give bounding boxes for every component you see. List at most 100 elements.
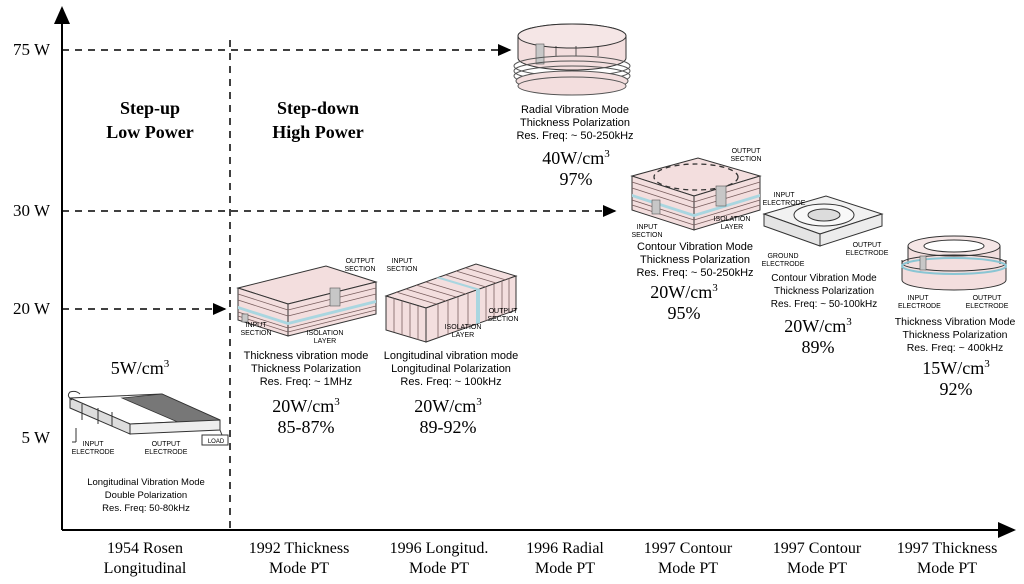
label-line: OUTPUT [731, 148, 761, 155]
caption-line: Thickness Polarization [250, 363, 362, 375]
longitud-1996-isolation-label: ISOLATION LAYER [440, 324, 486, 340]
density-exponent: 3 [846, 316, 852, 328]
x-category-line: Mode PT [658, 560, 718, 577]
thickness-1997-input-label: INPUT ELECTRODE [898, 295, 941, 311]
x-category-line: 1997 Contour [772, 540, 862, 557]
caption-line: Thickness vibration mode [243, 350, 369, 362]
x-category-1954: 1954 Rosen Longitudinal [80, 539, 210, 579]
efficiency: 95% [667, 303, 701, 323]
caption-line: Res. Freq: ~ 400kHz [906, 342, 1004, 354]
density-exponent: 3 [476, 396, 482, 408]
efficiency: 89-92% [419, 417, 477, 437]
density-base: 20W/cm [784, 316, 847, 336]
label-line: ELECTRODE [71, 449, 115, 456]
longitud-1996-output-label: OUTPUT SECTION [480, 308, 526, 324]
step-up-heading: Step-up Low Power [80, 96, 220, 144]
caption-line: Res. Freq: ~ 100kHz [400, 376, 502, 388]
step-down-heading: Step-down High Power [248, 96, 388, 144]
caption-line: Res. Freq: ~ 1MHz [259, 376, 353, 388]
density-base: 20W/cm [650, 282, 713, 302]
caption-line: Thickness Polarization [639, 254, 751, 266]
label-line: OUTPUT [151, 441, 181, 448]
radial-1996-illustration [513, 23, 631, 96]
radial-1996-stats: 40W/cm3 97% [516, 148, 636, 190]
heading-line: High Power [272, 122, 364, 142]
heading-line: Step-up [119, 98, 181, 118]
x-category-1996-radial: 1996 Radial Mode PT [500, 539, 630, 579]
x-category-line: 1992 Thickness [248, 540, 350, 557]
longitud-1996-input-label: INPUT SECTION [382, 258, 422, 274]
label-line: ISOLATION [444, 324, 482, 331]
thickness-1992-stats: 20W/cm3 85-87% [246, 396, 366, 438]
caption-line: Thickness Polarization [902, 329, 1008, 341]
thickness-1997-output-label: OUTPUT ELECTRODE [964, 295, 1010, 311]
label-line: SECTION [631, 232, 663, 239]
efficiency: 89% [801, 337, 835, 357]
thickness-1997-stats: 15W/cm3 92% [896, 358, 1016, 400]
density: 15W/cm3 [896, 358, 1016, 379]
label-line: ISOLATION [306, 330, 344, 337]
contour-1997a-stats: 20W/cm3 95% [624, 282, 744, 324]
label-line: SECTION [240, 330, 272, 337]
contour-1997a-input-label: INPUT SECTION [630, 224, 664, 240]
contour-1997a-isolation-label: ISOLATION LAYER [710, 216, 754, 232]
longitud-1996-stats: 20W/cm3 89-92% [388, 396, 508, 438]
density-exponent: 3 [334, 396, 340, 408]
label-line: SECTION [344, 266, 376, 273]
label-line: OUTPUT [345, 258, 375, 265]
label-line: INPUT [391, 258, 413, 265]
thickness-1992-isolation-label: ISOLATION LAYER [300, 330, 350, 346]
label-line: INPUT [636, 224, 658, 231]
rosen-caption: Longitudinal Vibration Mode Double Polar… [66, 476, 226, 515]
density: 40W/cm3 [516, 148, 636, 169]
rosen-input-label: INPUT ELECTRODE [66, 441, 120, 457]
caption-line: Res. Freq: ~ 50-250kHz [516, 130, 634, 142]
heading-line: Low Power [106, 122, 194, 142]
thickness-1997-illustration [901, 235, 1007, 291]
label-line: INPUT [773, 192, 795, 199]
label-line: OUTPUT [852, 242, 882, 249]
label-line: ELECTRODE [898, 303, 941, 310]
longitud-1996-caption: Longitudinal vibration mode Longitudinal… [372, 350, 530, 389]
contour-1997a-illustration [630, 157, 762, 231]
label-line: INPUT [245, 322, 267, 329]
rosen-output-label: OUTPUT ELECTRODE [136, 441, 196, 457]
density-exponent: 3 [712, 282, 718, 294]
efficiency: 97% [559, 169, 593, 189]
label-line: ELECTRODE [845, 250, 889, 257]
label-line: OUTPUT [488, 308, 518, 315]
x-category-1997-thickness: 1997 Thickness Mode PT [882, 539, 1012, 579]
x-category-line: 1954 Rosen [107, 540, 183, 557]
density: 20W/cm3 [246, 396, 366, 417]
longitud-1996-illustration [384, 263, 518, 343]
label-line: ELECTRODE [965, 303, 1009, 310]
caption-line: Res. Freq: ~ 50-100kHz [770, 299, 878, 310]
x-category-1997-contour-b: 1997 Contour Mode PT [752, 539, 882, 579]
thickness-1997-caption: Thickness Vibration Mode Thickness Polar… [886, 316, 1024, 355]
caption-line: Thickness Vibration Mode [894, 316, 1016, 328]
thickness-1992-caption: Thickness vibration mode Thickness Polar… [226, 350, 386, 389]
y-tick-75w: 75 W [13, 40, 50, 59]
contour-1997b-input-label: INPUT ELECTRODE [762, 192, 806, 208]
contour-1997b-stats: 20W/cm3 89% [758, 316, 878, 358]
label-line: LAYER [720, 224, 744, 231]
x-category-line: Mode PT [787, 560, 847, 577]
caption-line: Double Polarization [104, 490, 188, 501]
caption-line: Contour Vibration Mode [771, 273, 877, 284]
density-exponent: 3 [604, 148, 610, 160]
label-line: LAYER [451, 332, 475, 339]
density-base: 40W/cm [542, 148, 605, 168]
x-category-1996-longitud: 1996 Longitud. Mode PT [374, 539, 504, 579]
caption-line: Contour Vibration Mode [637, 241, 753, 253]
label-line: OUTPUT [972, 295, 1002, 302]
thickness-1992-input-label: INPUT SECTION [236, 322, 276, 338]
x-category-1992: 1992 Thickness Mode PT [234, 539, 364, 579]
density-base: 5W/cm [110, 358, 164, 378]
caption-line: Longitudinal vibration mode [383, 350, 519, 362]
label-line: ELECTRODE [761, 261, 805, 268]
x-category-line: Mode PT [269, 560, 329, 577]
density: 20W/cm3 [758, 316, 878, 337]
x-category-line: Mode PT [535, 560, 595, 577]
